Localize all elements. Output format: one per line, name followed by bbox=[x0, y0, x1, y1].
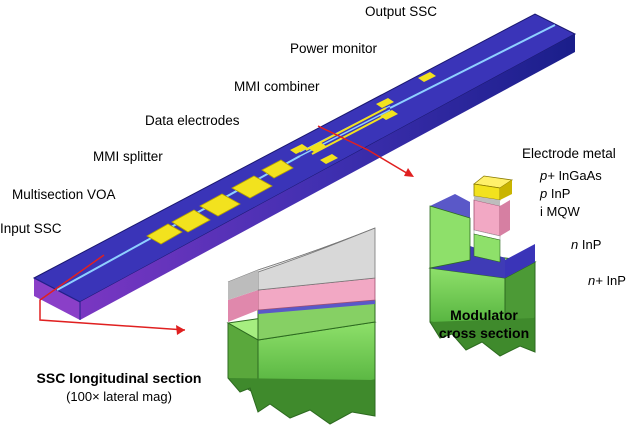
modulator-arrow bbox=[317, 125, 411, 176]
label-mmi-splitter: MMI splitter bbox=[93, 149, 163, 164]
label-n-plus-inp: n+ InP bbox=[588, 273, 626, 288]
modulator-section-block bbox=[428, 175, 537, 357]
title-modulator-line2: cross section bbox=[439, 325, 529, 341]
label-power-monitor: Power monitor bbox=[290, 41, 378, 56]
label-input-ssc: Input SSC bbox=[0, 221, 62, 236]
callout-arrows bbox=[39, 125, 414, 335]
title-modulator-line1: Modulator bbox=[450, 307, 518, 323]
ssc-section-block bbox=[226, 227, 377, 425]
subtitle-ssc-mag: (100× lateral mag) bbox=[66, 389, 172, 404]
voa-pad bbox=[261, 159, 294, 179]
label-n-inp: n InP bbox=[571, 237, 601, 252]
data-electrode-pads bbox=[290, 72, 436, 164]
label-output-ssc: Output SSC bbox=[365, 4, 437, 19]
voa-pad bbox=[146, 223, 183, 245]
voa-pad bbox=[171, 209, 211, 233]
label-electrode-metal: Electrode metal bbox=[522, 146, 616, 161]
voa-pads bbox=[146, 159, 294, 245]
voa-pad bbox=[231, 175, 273, 199]
label-i-mqw: i MQW bbox=[540, 204, 580, 219]
label-mmi-combiner: MMI combiner bbox=[234, 79, 320, 94]
title-ssc-section: SSC longitudinal section bbox=[37, 370, 202, 386]
label-p-inp: p InP bbox=[539, 186, 570, 201]
label-multisection-voa: Multisection VOA bbox=[12, 187, 116, 202]
label-p-plus-ingaas: p+ InGaAs bbox=[539, 168, 602, 183]
label-data-electrodes: Data electrodes bbox=[145, 113, 240, 128]
chip-side-face bbox=[80, 34, 575, 320]
ssc-arrow bbox=[39, 254, 186, 331]
voa-pad bbox=[199, 193, 241, 217]
chip-front-face bbox=[34, 278, 80, 320]
